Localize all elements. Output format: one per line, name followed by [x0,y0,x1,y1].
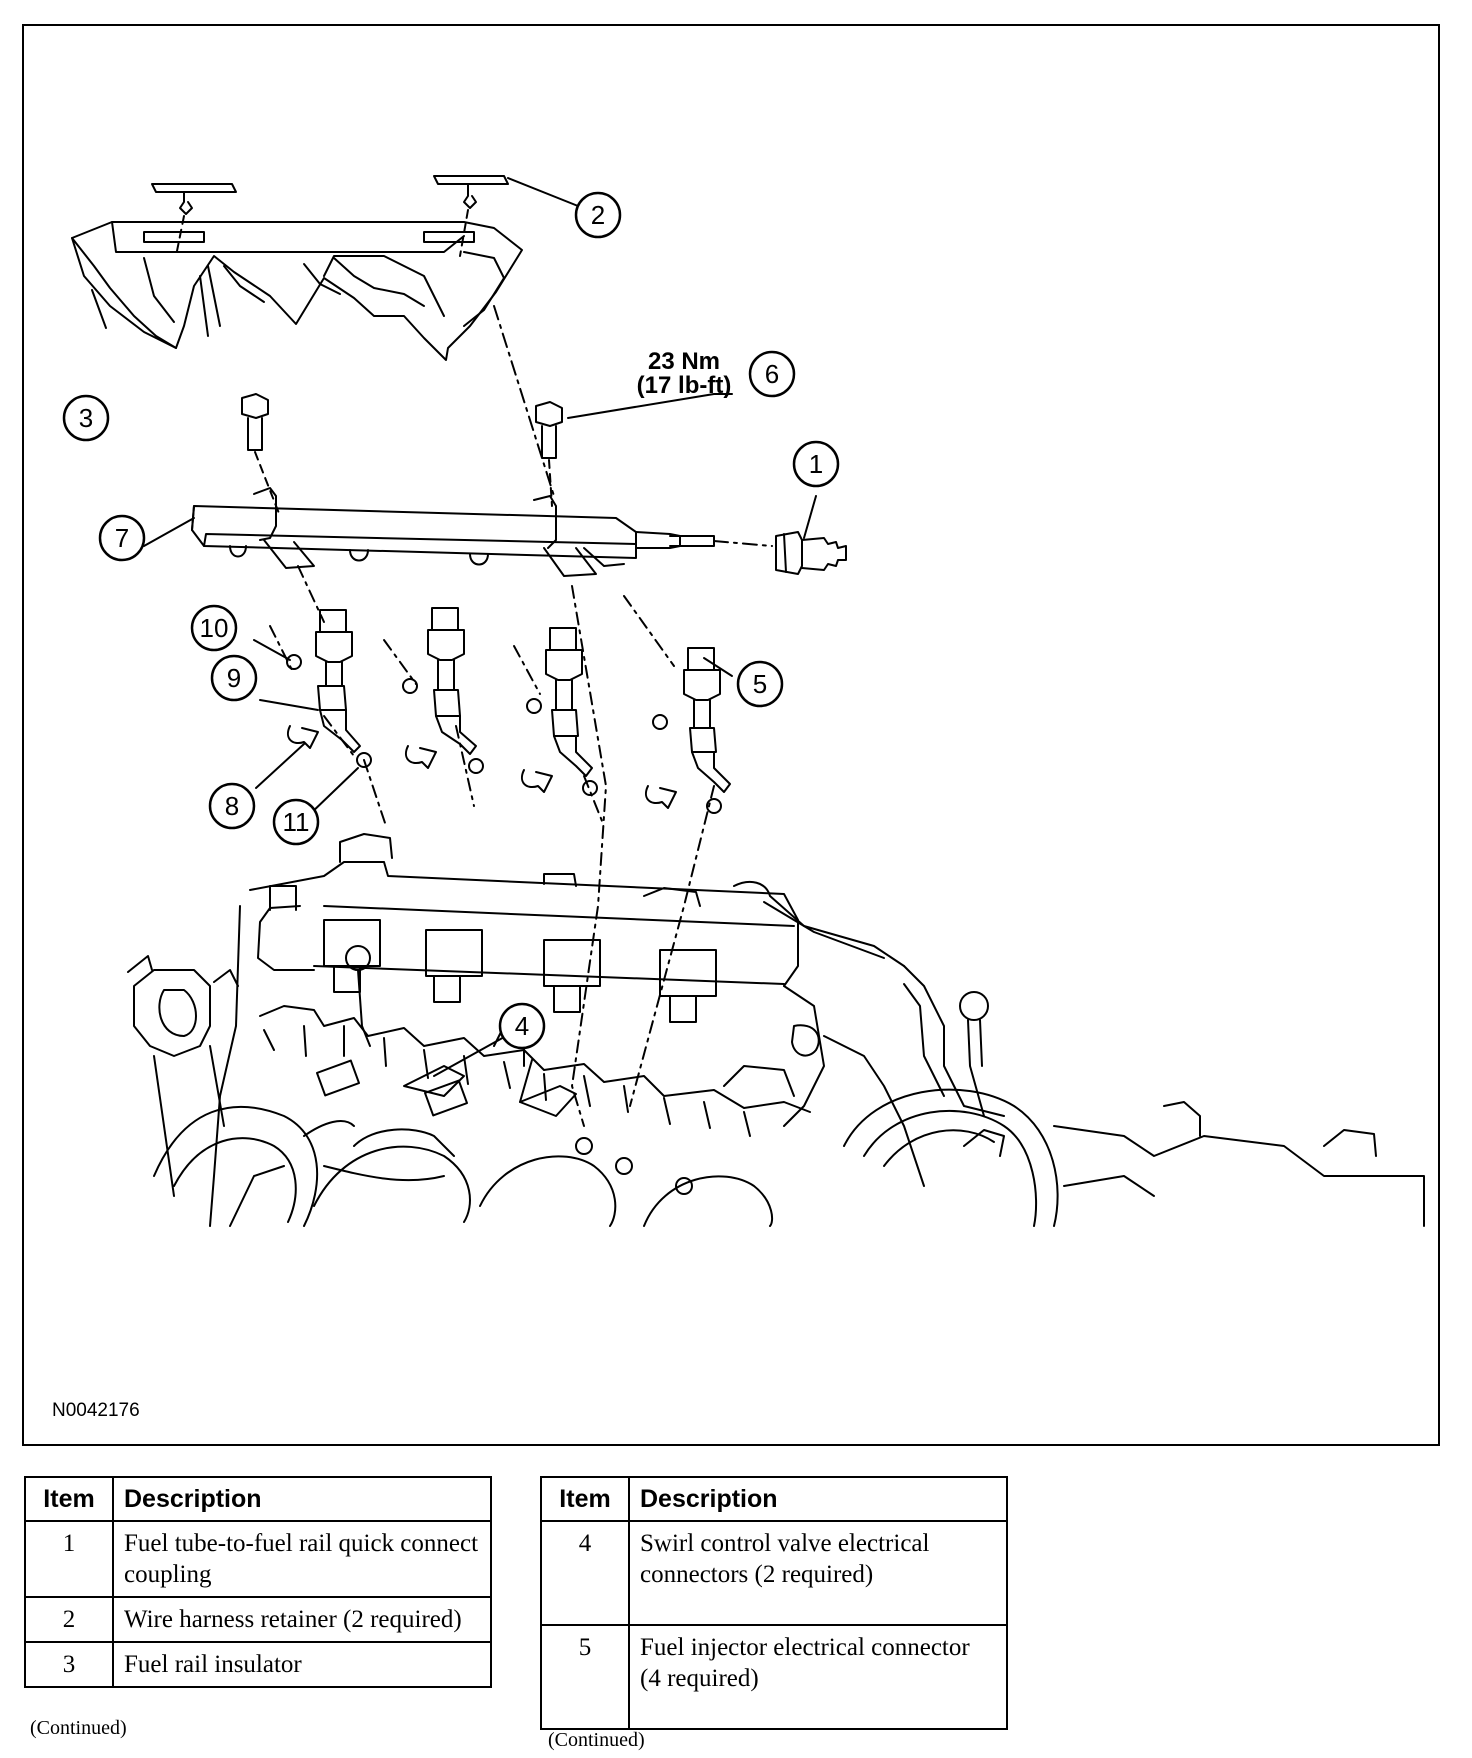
injector-group-4 [644,647,731,814]
callout-labels: 2 3 6 1 7 4 5 9 10 8 11 [79,200,823,1041]
injector-group-2 [402,607,484,774]
table-row: 1 Fuel tube-to-fuel rail quick connect c… [24,1520,492,1598]
torque-spec-lbft: (17 lb-ft) [637,372,732,399]
callout-10: 10 [200,613,229,643]
row-description: Wire harness retainer (2 required) [112,1596,492,1643]
table-header-row: Item Description [24,1476,492,1522]
fuel-rail-bolt-left [241,393,269,451]
row-item: 4 [540,1520,630,1626]
callout-6: 6 [765,359,779,389]
wire-harness-retainer-right [433,175,509,209]
legend-table-left: Item Description 1 Fuel tube-to-fuel rai… [24,1476,492,1688]
table-row: 3 Fuel rail insulator [24,1641,492,1688]
header-description: Description [112,1476,492,1522]
header-item: Item [540,1476,630,1522]
callout-9: 9 [227,663,241,693]
fuel-rail-bolt-right [535,401,563,459]
row-description: Fuel rail insulator [112,1641,492,1688]
exploded-diagram: 2 3 6 1 7 4 5 9 10 8 11 23 Nm (17 lb-ft)… [22,24,1440,1446]
callout-8: 8 [225,791,239,821]
row-item: 1 [24,1520,114,1598]
continued-note-right: (Continued) [548,1729,645,1751]
row-description: Fuel tube-to-fuel rail quick connect cou… [112,1520,492,1598]
callout-4: 4 [515,1011,529,1041]
quick-connect-coupling [775,531,847,575]
callout-11: 11 [283,807,310,837]
fuel-rail [191,487,715,577]
callout-1: 1 [809,449,823,479]
row-item: 2 [24,1596,114,1643]
leader-lines [91,177,817,1103]
table-row: 5 Fuel injector electrical connector (4 … [540,1624,1008,1730]
injector-group-3 [520,627,598,796]
fuel-rail-insulator [71,221,523,361]
callout-5: 5 [753,669,767,699]
table-header-row: Item Description [540,1476,1008,1522]
legend-table-right: Item Description 4 Swirl control valve e… [540,1476,1008,1730]
wire-harness-retainer-left [151,183,237,215]
row-item: 5 [540,1624,630,1730]
callout-7: 7 [115,523,129,553]
callout-3: 3 [79,403,93,433]
row-item: 3 [24,1641,114,1688]
diagram-drawing: 2 3 6 1 7 4 5 9 10 8 11 23 Nm (17 lb-ft)… [52,175,1425,1421]
continued-note-left: (Continued) [30,1717,127,1739]
figure-id: N0042176 [52,1400,140,1421]
callout-circles [62,191,840,1050]
injector-group-1 [286,609,372,768]
engine-assembly [127,833,1425,1227]
torque-spec-nm: 23 Nm [648,348,720,375]
table-row: 4 Swirl control valve electrical connect… [540,1520,1008,1626]
header-description: Description [628,1476,1008,1522]
row-description: Swirl control valve electrical connector… [628,1520,1008,1626]
callout-2: 2 [591,200,605,230]
table-row: 2 Wire harness retainer (2 required) [24,1596,492,1643]
row-description: Fuel injector electrical connector (4 re… [628,1624,1008,1730]
header-item: Item [24,1476,114,1522]
